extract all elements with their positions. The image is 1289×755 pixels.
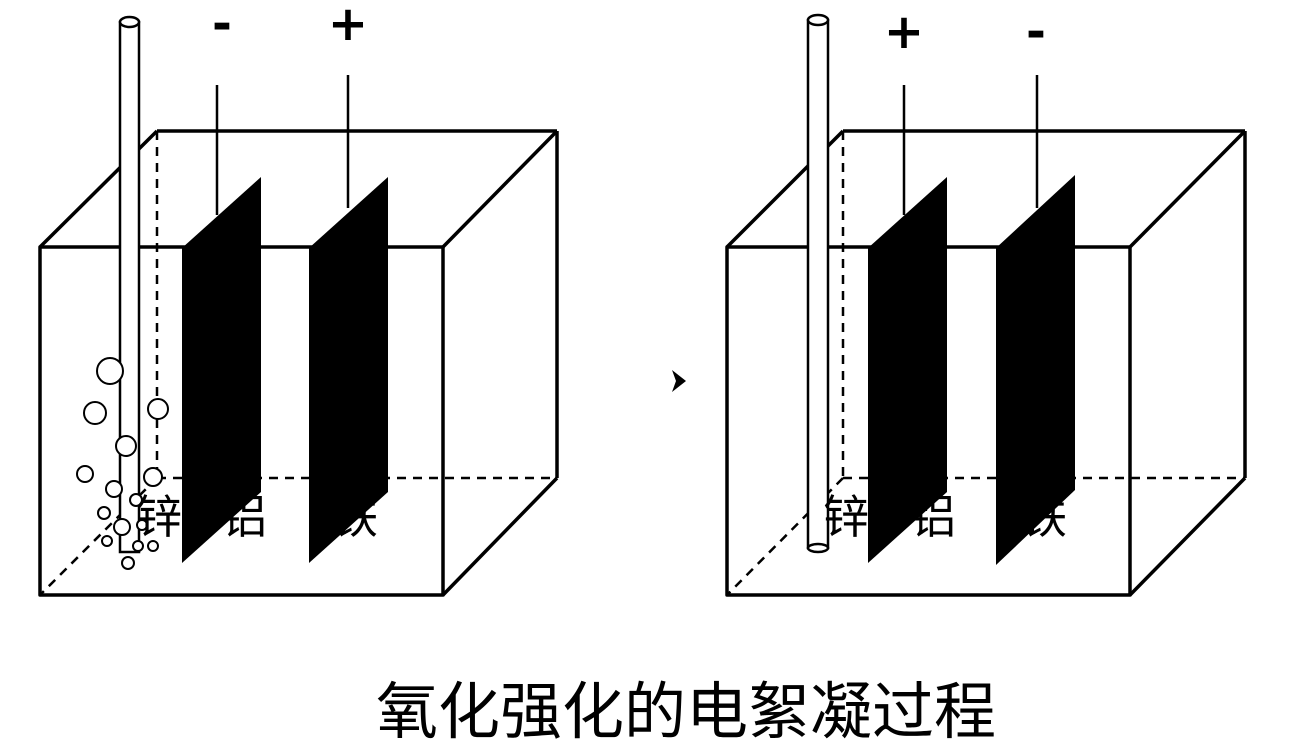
left-cell-minus-sign: - xyxy=(212,0,232,52)
right-cell-zn-al-plate xyxy=(868,177,947,563)
right-gas-tube xyxy=(806,13,830,554)
right-label-zinc: 锌 xyxy=(823,490,869,544)
left-cell-plus-sign: + xyxy=(328,0,368,52)
left-cell-fe-plate xyxy=(309,177,388,563)
right-cell-plus-sign: + xyxy=(884,4,924,60)
left-cell: - + 锌 铝 铁 xyxy=(38,0,559,597)
bubbles xyxy=(76,357,169,570)
left-cell-zn-al-plate xyxy=(182,177,261,563)
arrow-right-icon xyxy=(672,370,686,392)
right-tank xyxy=(725,129,1247,597)
left-gas-tube xyxy=(118,15,141,554)
right-cell-fe-plate xyxy=(996,175,1075,565)
right-cell-minus-sign: - xyxy=(1026,4,1046,60)
left-label-zinc: 锌 xyxy=(136,490,182,544)
left-cell-wires xyxy=(215,75,350,215)
right-cell: + - 锌 铝 铁 xyxy=(725,4,1247,597)
diagram-caption: 氧化强化的电絮凝过程 xyxy=(376,675,996,748)
right-tank-hidden-edges xyxy=(726,131,1245,596)
right-cell-wires xyxy=(902,75,1039,215)
